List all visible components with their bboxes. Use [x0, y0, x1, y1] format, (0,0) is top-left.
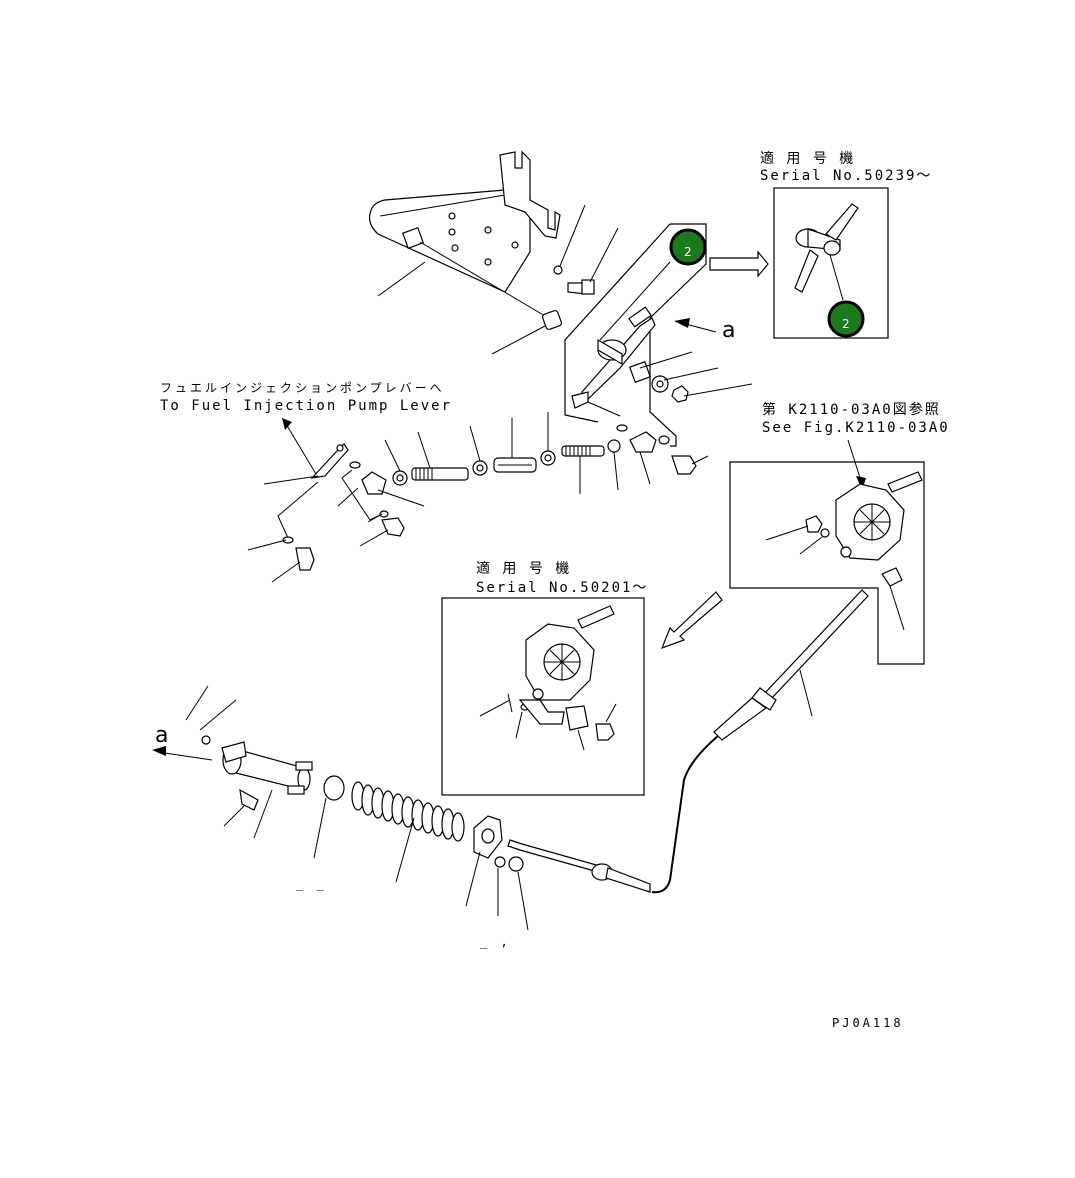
drawing-code: PJ0A118 [832, 1016, 904, 1030]
flange [473, 815, 503, 859]
open-arrow-diag [660, 591, 723, 650]
serial-mid-jp: 適 用 号 機 [476, 560, 571, 577]
nut-lever [671, 385, 689, 403]
cotter-pin [349, 461, 361, 469]
svg-text:2: 2 [842, 317, 850, 331]
fig-ref-en: See Fig.K2110-03A0 [762, 420, 950, 436]
serial-top: Serial No.50239～ [760, 168, 932, 184]
fuel-lever-en: To Fuel Injection Pump Lever [160, 398, 452, 414]
nut-right [805, 515, 823, 533]
nut-flange [508, 856, 524, 872]
serial-mid: Serial No.50201～ [476, 580, 648, 596]
collar [628, 360, 652, 384]
ball-joint [629, 431, 657, 453]
washer-top [553, 265, 563, 275]
inset-fig-ref [729, 461, 925, 665]
callout-badge-2-inset: 2 [827, 300, 865, 338]
bolt-rod [671, 455, 697, 475]
svg-text:_ _: _ _ [296, 877, 327, 891]
washer-flange [494, 856, 506, 868]
bolt-mid [595, 723, 615, 741]
cylinder [221, 741, 313, 795]
nut-rod-1 [392, 470, 408, 486]
threaded-rod-1 [411, 467, 469, 481]
callout-badge-2-lever: 2 [669, 228, 707, 266]
nut-rod-4 [607, 439, 621, 453]
swivel-right [881, 567, 903, 587]
governor-housing-right [835, 471, 923, 561]
bolt-left [381, 517, 405, 537]
washer-rod [616, 424, 628, 432]
fig-ref-jp: 第 K2110-03A0図参照 [762, 401, 941, 418]
rod-end [361, 471, 387, 495]
nut-rod-2 [472, 460, 488, 476]
washer-right [820, 528, 830, 538]
inset-serial-50239 [773, 187, 889, 339]
svg-text:2: 2 [684, 245, 692, 259]
bolt-cyl [239, 788, 259, 811]
bolt-left-bottom [295, 547, 315, 571]
bushing [541, 309, 563, 331]
view-a-label-top: a [722, 318, 735, 343]
bolt-top [567, 279, 595, 295]
washer-left-bottom [282, 536, 294, 544]
serial-top-jp: 適 用 号 機 [760, 150, 855, 167]
open-arrow [709, 250, 769, 278]
spring [351, 781, 465, 842]
view-a-label-left: a [155, 723, 168, 748]
governor-housing-mid [525, 605, 615, 701]
cable-end [507, 839, 651, 893]
turnbuckle [493, 457, 537, 473]
washer-cyl [201, 735, 211, 745]
fuel-lever-jp: フュエルインジェクションポンプレバーへ [160, 381, 445, 395]
inset-serial-50201 [441, 597, 645, 796]
lever-clip [310, 443, 349, 479]
washer-large [651, 375, 669, 393]
bracket-plate [368, 150, 561, 293]
lever-arm [571, 306, 656, 409]
cap [323, 775, 345, 801]
lever-variant [794, 203, 859, 293]
control-cable [651, 589, 869, 894]
washer-rod-2 [658, 435, 670, 445]
bracket-mid [518, 699, 589, 731]
threaded-rod-2 [561, 445, 605, 457]
clip-pin-small [379, 510, 389, 518]
nut-rod-3 [540, 450, 556, 466]
svg-text:_ ,: _ , [480, 935, 511, 949]
